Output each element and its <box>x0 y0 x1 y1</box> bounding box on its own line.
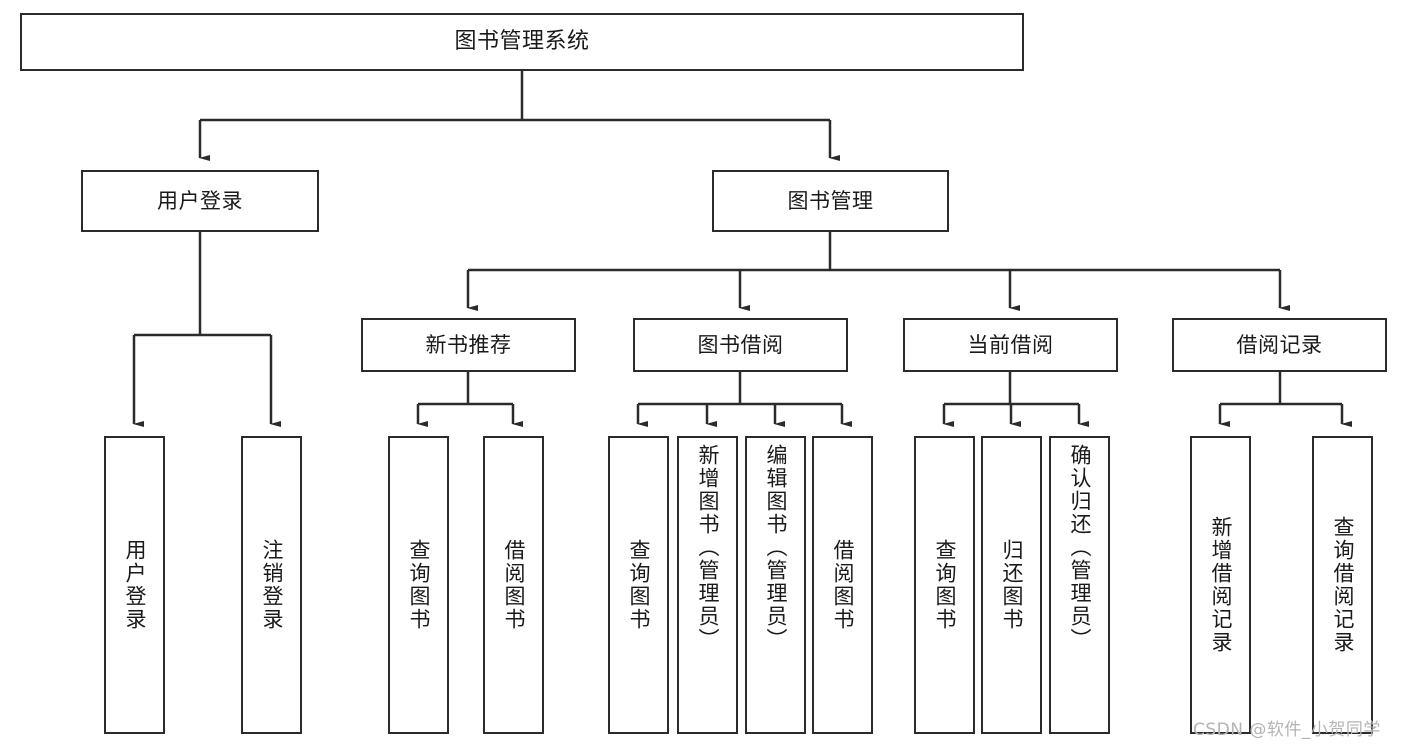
node-label: 注销登录 <box>260 539 284 631</box>
leaf-query-books-current[interactable]: 查询图书 <box>914 436 975 734</box>
leaf-add-borrow-record[interactable]: 新增借阅记录 <box>1190 436 1251 734</box>
node-label: 编辑图书（管理员） <box>764 444 788 651</box>
leaf-edit-book-admin[interactable]: 编辑图书（管理员） <box>745 436 806 734</box>
node-label: 用户登录 <box>157 188 243 213</box>
leaf-add-book-admin[interactable]: 新增图书（管理员） <box>677 436 738 734</box>
node-label: 图书管理系统 <box>454 29 590 55</box>
node-label: 借阅图书 <box>831 539 855 631</box>
leaf-borrow-books[interactable]: 借阅图书 <box>812 436 873 734</box>
leaf-query-books-borrow[interactable]: 查询图书 <box>608 436 669 734</box>
leaf-logout[interactable]: 注销登录 <box>241 436 302 734</box>
node-label: 图书管理 <box>787 188 874 213</box>
node-label: 查询图书 <box>933 539 957 631</box>
node-label: 新书推荐 <box>425 332 512 357</box>
node-current-borrowing[interactable]: 当前借阅 <box>903 318 1118 372</box>
node-label: 当前借阅 <box>967 332 1054 357</box>
node-label: 图书借阅 <box>697 332 784 357</box>
node-new-book-recommendation[interactable]: 新书推荐 <box>361 318 576 372</box>
node-label: 用户登录 <box>123 539 147 631</box>
node-label: 新增借阅记录 <box>1209 516 1233 654</box>
node-label: 确认归还（管理员） <box>1068 444 1092 651</box>
leaf-query-borrow-record[interactable]: 查询借阅记录 <box>1312 436 1373 734</box>
leaf-user-login[interactable]: 用户登录 <box>104 436 165 734</box>
leaf-query-books-recommend[interactable]: 查询图书 <box>388 436 449 734</box>
leaf-confirm-return-admin[interactable]: 确认归还（管理员） <box>1049 436 1110 734</box>
node-label: 查询图书 <box>407 539 431 631</box>
watermark-csdn: CSDN @软件_小贺同学 <box>1193 720 1381 740</box>
node-user-login[interactable]: 用户登录 <box>81 170 319 232</box>
node-label: 查询借阅记录 <box>1331 516 1355 654</box>
node-label: 借阅记录 <box>1236 332 1323 357</box>
leaf-return-books[interactable]: 归还图书 <box>981 436 1042 734</box>
node-label: 查询图书 <box>627 539 651 631</box>
node-root-book-management-system[interactable]: 图书管理系统 <box>20 13 1024 71</box>
node-book-borrowing[interactable]: 图书借阅 <box>633 318 848 372</box>
node-borrowing-records[interactable]: 借阅记录 <box>1172 318 1387 372</box>
leaf-borrow-books-recommend[interactable]: 借阅图书 <box>483 436 544 734</box>
node-label: 归还图书 <box>1000 539 1024 631</box>
node-label: 借阅图书 <box>502 539 526 631</box>
node-book-management[interactable]: 图书管理 <box>712 170 949 232</box>
node-label: 新增图书（管理员） <box>696 444 720 651</box>
